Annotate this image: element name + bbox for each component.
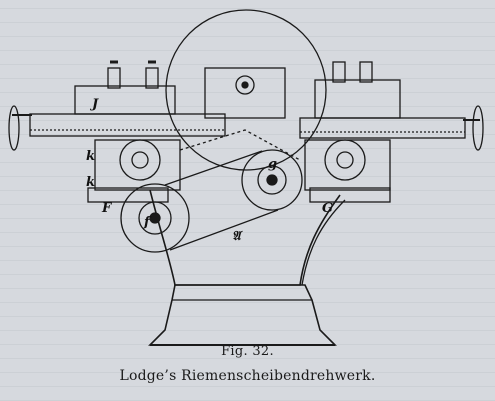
belt-lower bbox=[169, 209, 279, 251]
label-g: g bbox=[268, 157, 277, 172]
label-k-lower: k bbox=[86, 175, 95, 190]
frame-column-edge bbox=[301, 199, 346, 286]
lower-pulley bbox=[120, 183, 190, 253]
center-pulley bbox=[241, 149, 303, 211]
left-handwheel bbox=[8, 105, 20, 151]
base-pedestal bbox=[148, 284, 337, 346]
right-gear-hub bbox=[336, 151, 354, 169]
right-bed bbox=[299, 117, 466, 139]
lower-pulley-hub bbox=[149, 212, 161, 224]
left-tool-post-b bbox=[145, 67, 159, 89]
label-J: J bbox=[89, 97, 99, 112]
left-gear-hub bbox=[131, 151, 149, 169]
figure-number: Fig. 32. bbox=[221, 344, 274, 359]
label-f: f bbox=[143, 215, 152, 230]
headstock-center bbox=[241, 81, 249, 89]
left-bed bbox=[29, 113, 226, 137]
headstock-bearing bbox=[235, 75, 255, 95]
hidden-belt bbox=[179, 129, 301, 161]
label-G: G bbox=[322, 201, 333, 216]
label-frame: 𝔄 bbox=[232, 229, 243, 244]
center-pulley-rim bbox=[257, 165, 287, 195]
label-F: F bbox=[101, 201, 112, 216]
right-tool-carriage bbox=[314, 79, 401, 119]
belt-upper bbox=[164, 150, 263, 186]
right-handwheel bbox=[472, 105, 484, 151]
right-tool-post-b bbox=[359, 61, 373, 83]
left-tool-carriage bbox=[74, 85, 176, 115]
large-pulley bbox=[165, 9, 327, 171]
label-k-upper: k bbox=[86, 149, 95, 164]
headstock bbox=[204, 67, 286, 119]
right-slide-lower bbox=[309, 187, 391, 203]
right-gear bbox=[324, 139, 366, 181]
right-gear-housing bbox=[304, 139, 391, 191]
right-tool-post-a bbox=[332, 61, 346, 83]
left-gear bbox=[119, 139, 161, 181]
center-pulley-hub bbox=[266, 174, 278, 186]
frame-column bbox=[149, 189, 341, 286]
figure-title: Lodge’s Riemenscheibendrehwerk. bbox=[119, 368, 376, 384]
left-tool-post-a bbox=[107, 67, 121, 89]
left-slide-lower bbox=[87, 187, 169, 203]
left-gear-housing bbox=[94, 139, 181, 191]
